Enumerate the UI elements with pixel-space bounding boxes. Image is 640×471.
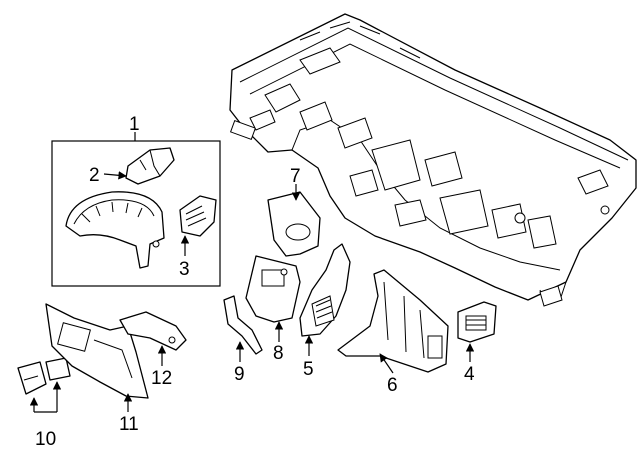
- part-12-knee-bracket: [119, 311, 187, 351]
- part-3-side-vent: [179, 195, 217, 237]
- part-2-vent-duct: [125, 147, 175, 185]
- part-8-lower-trim: [245, 255, 301, 323]
- callout-4: 4: [464, 364, 475, 385]
- part-6-center-stack: [337, 269, 449, 373]
- instrument-panel: [229, 13, 637, 307]
- callout-7: 7: [290, 166, 301, 187]
- callout-3: 3: [179, 259, 190, 280]
- part-7-upper-trim: [267, 191, 321, 257]
- callout-1: 1: [129, 114, 140, 135]
- callout-11: 11: [119, 414, 139, 435]
- callout-labels: 1 2 3 4 5 6 7 8 9 10 11 12: [35, 114, 475, 450]
- part-9-bracket: [223, 295, 263, 355]
- part-4-right-vent: [457, 301, 497, 343]
- part-1-inset-box: [51, 140, 221, 287]
- callout-2: 2: [89, 165, 100, 186]
- callout-10: 10: [35, 429, 56, 450]
- callout-8: 8: [273, 343, 284, 364]
- callout-9: 9: [234, 364, 245, 385]
- part-11-lower-panel: [45, 303, 149, 399]
- callout-5: 5: [303, 359, 314, 380]
- leader-lines: [29, 132, 475, 413]
- part-1-cluster-bezel: [65, 191, 165, 269]
- part-5-center-trim: [299, 243, 351, 337]
- callout-6: 6: [387, 375, 398, 396]
- part-10-cover-panels: [17, 357, 71, 395]
- callout-12: 12: [151, 368, 172, 389]
